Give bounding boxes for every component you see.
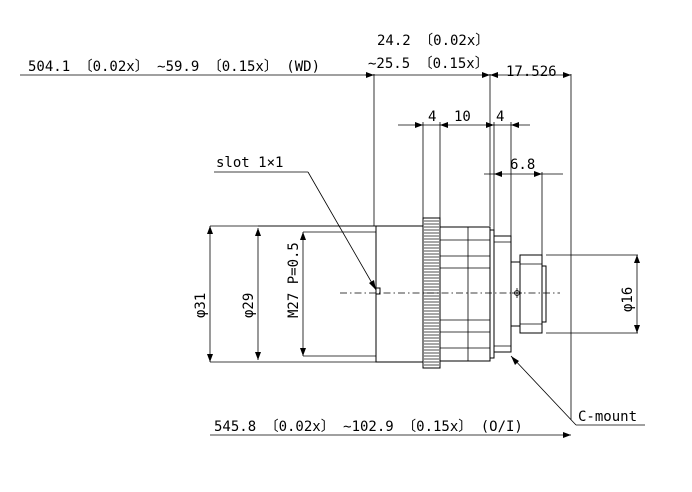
knurled-ring — [422, 217, 441, 369]
top-dim-line2: ∼25.5 〔0.15x〕 — [368, 56, 489, 72]
dim-10-label: 10 — [454, 109, 471, 125]
diameter-29-label: φ29 — [241, 293, 257, 318]
dimension-lines — [20, 74, 645, 436]
dim-4-left-label: 4 — [428, 109, 436, 125]
flange-length-label: 17.526 — [506, 64, 557, 80]
thread-label: M27 P=0.5 — [286, 242, 302, 318]
total-length-label: 545.8 〔0.02x〕 ∼102.9 〔0.15x〕 (O/I) — [214, 419, 523, 435]
diameter-16-label: φ16 — [620, 287, 636, 312]
diameter-31-label: φ31 — [193, 293, 209, 318]
dim-6-8-label: 6.8 — [510, 157, 535, 173]
c-mount-label: C-mount — [578, 409, 637, 425]
top-dim-line1: 24.2 〔0.02x〕 — [377, 33, 489, 49]
extension-lines — [210, 74, 638, 420]
dim-4-right-label: 4 — [496, 109, 504, 125]
slot-label: slot 1×1 — [216, 155, 283, 171]
arrowheads — [207, 72, 640, 438]
working-distance-label: 504.1 〔0.02x〕 ∼59.9 〔0.15x〕 (WD) — [28, 59, 320, 75]
